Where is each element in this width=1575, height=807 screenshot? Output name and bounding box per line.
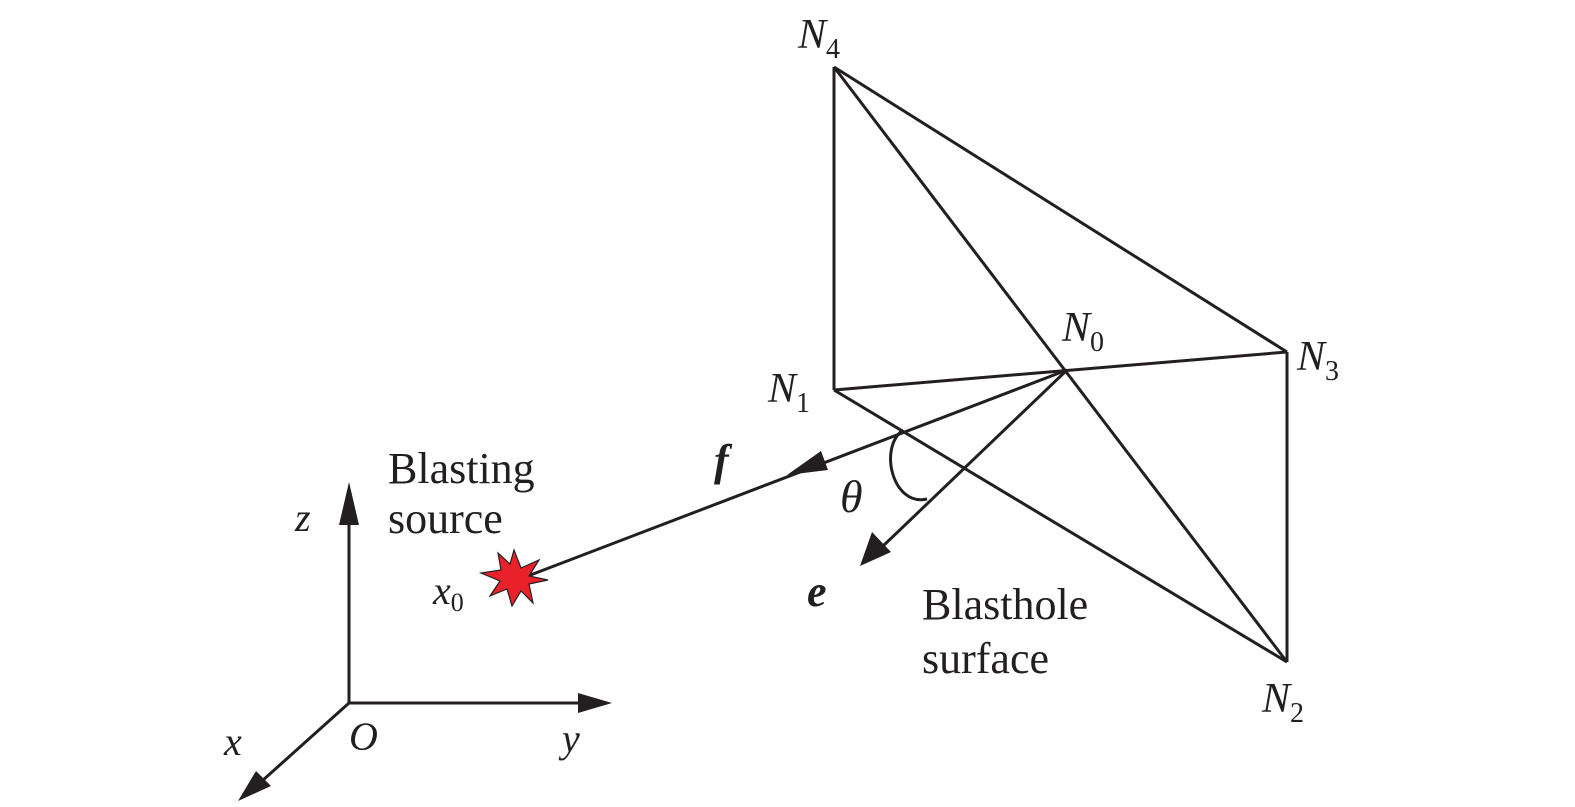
vector-f: f — [519, 368, 1068, 581]
angle-theta-arc — [889, 428, 928, 502]
e-arrowhead — [860, 532, 891, 566]
node-n1-main: N — [767, 366, 798, 412]
node-n0-sub: 0 — [1090, 327, 1104, 358]
e-label: e — [807, 567, 827, 616]
node-n4-label: N4 — [797, 12, 840, 65]
edge-n4-n3 — [833, 65, 1288, 354]
blasting-source-label-line1: Blasting — [388, 444, 535, 493]
blasting-source-star-icon — [478, 548, 549, 608]
node-n4-main: N — [797, 12, 828, 58]
blasting-source-label-line2: source — [388, 494, 503, 543]
z-axis-arrowhead — [339, 482, 359, 525]
surface-label-line1: Blasthole — [922, 580, 1088, 629]
node-n1-label: N1 — [767, 366, 810, 419]
node-n3-label: N3 — [1296, 334, 1339, 387]
blasthole-surface-label: Blasthole surface — [922, 580, 1088, 683]
source-point-sub: 0 — [451, 588, 464, 617]
x-axis-arrowhead — [238, 771, 271, 801]
z-axis-label: z — [294, 495, 311, 540]
vector-e: e — [807, 368, 1069, 616]
theta-label: θ — [840, 471, 863, 522]
blasting-source: Blasting source x0 — [388, 444, 549, 617]
blasthole-surface — [832, 65, 1289, 664]
source-point-main: x — [432, 568, 451, 613]
node-n0-main: N — [1061, 305, 1092, 351]
f-vector-line — [519, 368, 1068, 581]
x-axis-label: x — [223, 719, 242, 764]
coordinate-axes: z O y x — [223, 482, 612, 801]
node-n2-label: N2 — [1261, 676, 1304, 729]
f-arrowhead — [787, 451, 828, 475]
node-n2-sub: 2 — [1290, 698, 1304, 729]
surface-label-line2: surface — [922, 634, 1049, 683]
e-vector-line — [880, 368, 1069, 549]
origin-label: O — [349, 714, 378, 759]
x-axis-line — [260, 701, 351, 783]
diagonal-n4-n2 — [832, 66, 1289, 663]
node-n0-label: N0 — [1061, 305, 1104, 358]
y-axis-arrowhead — [578, 693, 612, 713]
node-n3-main: N — [1296, 334, 1327, 380]
node-n3-sub: 3 — [1325, 356, 1339, 387]
node-labels: N4 N0 N3 N1 N2 — [767, 12, 1339, 729]
node-n1-sub: 1 — [796, 388, 810, 419]
edge-n2-n1 — [833, 388, 1288, 664]
f-label: f — [714, 436, 733, 485]
source-point-label: x0 — [432, 568, 464, 617]
node-n2-main: N — [1261, 676, 1292, 722]
node-n4-sub: 4 — [826, 34, 840, 65]
y-axis-label: y — [558, 716, 580, 761]
